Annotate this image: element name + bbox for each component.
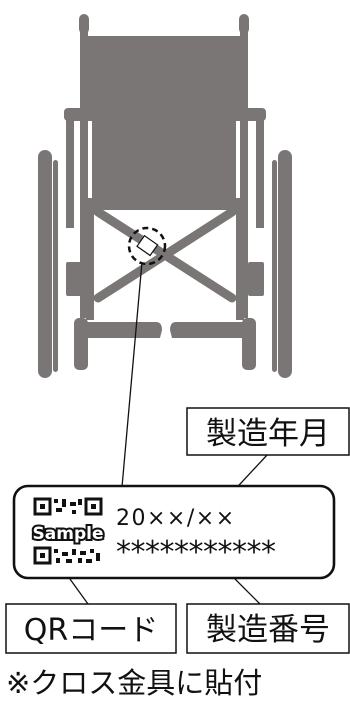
serial-number-value: *********** [116,535,276,570]
right-caster [242,318,256,370]
qr-callout-box [5,603,177,654]
date-callout-box [186,407,350,456]
backrest [84,36,244,206]
left-axle-bracket [66,262,82,296]
leader-line-sticker [121,261,143,488]
right-side-guard [256,118,264,228]
wheelchair-illustration [38,14,292,378]
right-handrim [272,160,277,372]
qr-callout-label: QRコード [24,613,158,648]
right-rear-wheel [278,150,292,378]
qr-code-sample: Sample [31,497,105,565]
serial-callout-label: 製造番号 [206,612,330,648]
cross-brace [93,207,237,303]
right-back-post [240,28,248,318]
left-caster [74,318,88,370]
left-armrest [64,108,104,121]
placement-note: ※クロス金具に貼付 [6,666,262,700]
seat [88,198,242,210]
sticker-on-brace [136,234,159,257]
date-callout-label: 製造年月 [206,416,330,452]
right-armrest [226,108,266,121]
left-handrim [53,160,58,372]
left-footplate [86,322,162,338]
left-front-leg [86,210,94,320]
left-back-post [80,28,88,318]
right-front-leg [236,210,244,320]
left-rear-wheel [38,150,52,378]
qr-sample-overlay: Sample [33,524,104,544]
right-axle-bracket [248,262,264,296]
right-footplate [170,322,244,338]
serial-callout-box [186,603,350,654]
left-side-guard [66,118,74,228]
manufacture-date-value: 20××/×× [116,506,236,531]
sticker-location-marker [127,226,167,266]
